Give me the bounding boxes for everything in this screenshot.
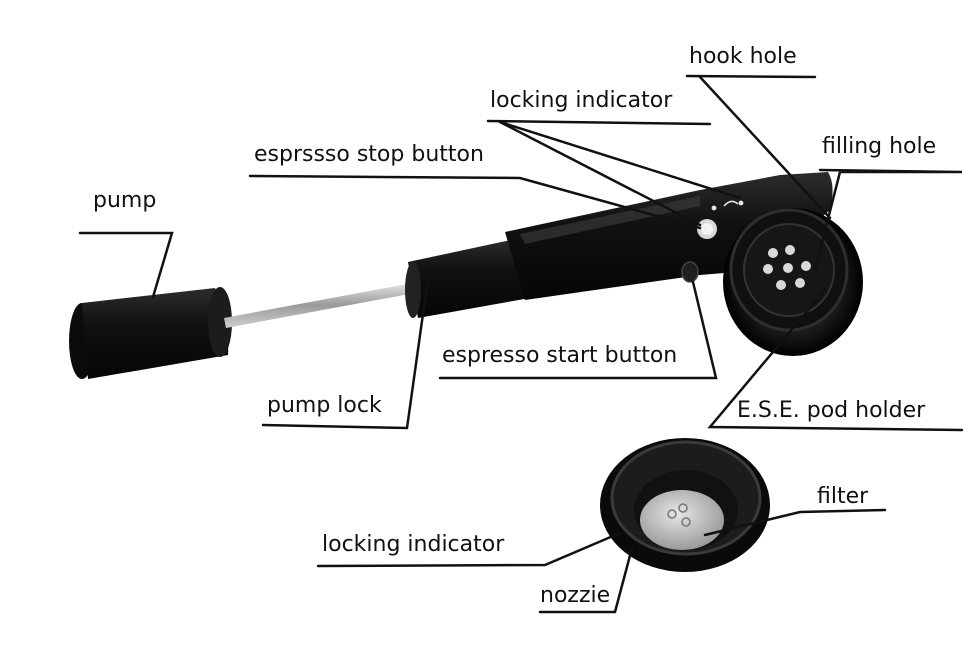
pump-part	[69, 287, 232, 379]
label-filter: filter	[817, 484, 869, 509]
label-nozzle: nozzie	[540, 583, 611, 608]
pump-lock-collar	[405, 238, 530, 318]
leader-line-start-button	[438, 280, 718, 380]
pod-holder-head	[723, 208, 863, 356]
start-button-knob	[681, 261, 699, 283]
leader-line-filling-hole	[813, 168, 963, 272]
label-locking-indicator-top: locking indicator	[490, 88, 673, 113]
label-pod-holder: E.S.E. pod holder	[737, 398, 926, 423]
label-stop-button: esprssso stop button	[254, 142, 484, 167]
label-filling-hole: filling hole	[822, 134, 937, 159]
leader-line-locking-indicator-b	[498, 120, 742, 200]
leader-line-hook-hole	[685, 74, 817, 79]
label-start-button: espresso start button	[442, 343, 678, 368]
leader-line-pump-lock	[261, 262, 432, 430]
label-locking-indicator-bottom: locking indicator	[322, 532, 505, 557]
label-pump: pump	[93, 188, 157, 213]
leader-line-stop-button	[248, 174, 702, 230]
leader-line-nozzle	[538, 546, 634, 614]
leader-line-pod-holder	[707, 288, 964, 432]
leader-line-locking-indicator-bottom	[316, 531, 622, 568]
leader-line-filter	[703, 508, 887, 537]
locking-indicator-marks	[711, 200, 744, 211]
filling-holes	[763, 245, 811, 290]
leader-line-pump	[78, 231, 174, 299]
leader-lines	[78, 74, 964, 614]
filter-disc	[640, 490, 724, 550]
label-hook-hole: hook hole	[689, 44, 797, 69]
stop-button-knob	[697, 219, 717, 239]
leader-line-hook-hole-b	[698, 75, 832, 220]
piston-rod	[224, 282, 420, 328]
label-pump-lock: pump lock	[267, 393, 382, 418]
leader-line-locking-indicator	[486, 119, 712, 126]
leader-line-locking-indicator-a	[498, 120, 702, 227]
